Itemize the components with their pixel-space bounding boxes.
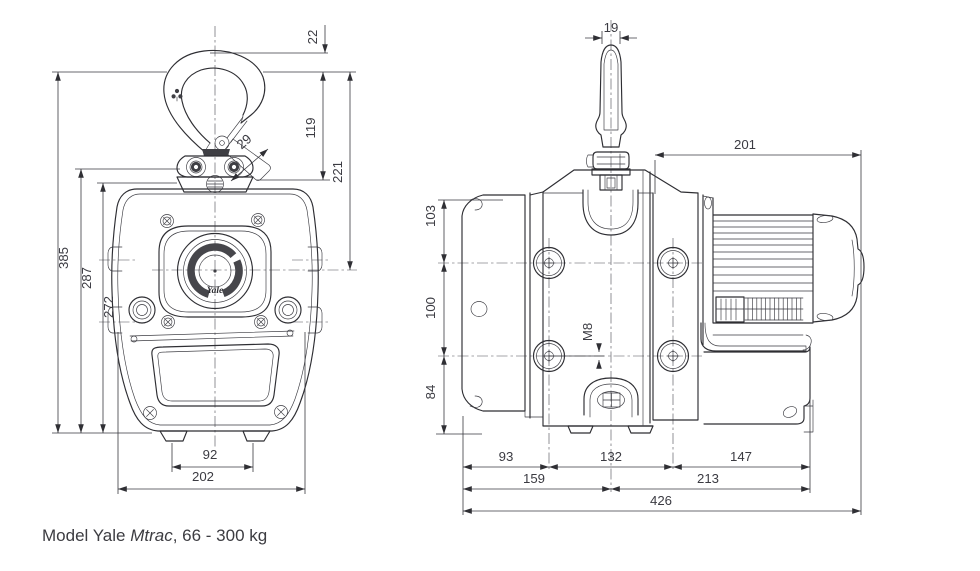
dim-label-426: 426 bbox=[650, 493, 672, 508]
dim-label-201: 201 bbox=[734, 137, 756, 152]
dim-label-93: 93 bbox=[499, 449, 514, 464]
forge-mark-icon bbox=[171, 88, 183, 102]
dim-label-19: 19 bbox=[604, 20, 619, 35]
front-dimensions: 22 119 221 29 385 287 272 92 202 bbox=[52, 25, 356, 494]
dim-label-147: 147 bbox=[730, 449, 752, 464]
dim-label-385: 385 bbox=[56, 247, 71, 269]
side-view: 19 201 103 100 84 M8 93 132 147 159 bbox=[423, 20, 865, 515]
dim-label-22: 22 bbox=[305, 30, 320, 45]
eye-clamp bbox=[586, 151, 631, 191]
hook-saddle bbox=[202, 149, 230, 156]
dim-label-132: 132 bbox=[600, 449, 622, 464]
dim-label-84: 84 bbox=[423, 385, 438, 400]
dim-label-m8: M8 bbox=[580, 323, 595, 341]
dim-label-92: 92 bbox=[203, 447, 218, 462]
front-view: Yale 22 119 221 29 bbox=[52, 25, 357, 494]
dim-label-213: 213 bbox=[697, 471, 719, 486]
side-dimensions: 19 201 103 100 84 M8 93 132 147 159 bbox=[423, 20, 862, 515]
dim-label-100: 100 bbox=[423, 297, 438, 319]
drawing-caption: Model Yale Mtrac, 66 - 300 kg bbox=[42, 526, 267, 545]
load-wheel-boss bbox=[176, 232, 254, 310]
motor bbox=[700, 194, 865, 433]
dim-label-221: 221 bbox=[330, 161, 345, 183]
dim-label-159: 159 bbox=[523, 471, 545, 486]
dim-label-202: 202 bbox=[192, 469, 214, 484]
suspension-pin bbox=[206, 175, 224, 193]
cover-screws bbox=[160, 213, 268, 329]
dim-label-103: 103 bbox=[423, 205, 438, 227]
rope-anchor bbox=[583, 377, 639, 418]
bottom-screws bbox=[143, 405, 288, 420]
side-bosses bbox=[128, 296, 302, 324]
yale-logo: Yale bbox=[207, 286, 224, 296]
dim-label-119: 119 bbox=[303, 117, 318, 138]
dim-label-287: 287 bbox=[79, 267, 94, 289]
dim-label-272: 272 bbox=[101, 296, 116, 318]
